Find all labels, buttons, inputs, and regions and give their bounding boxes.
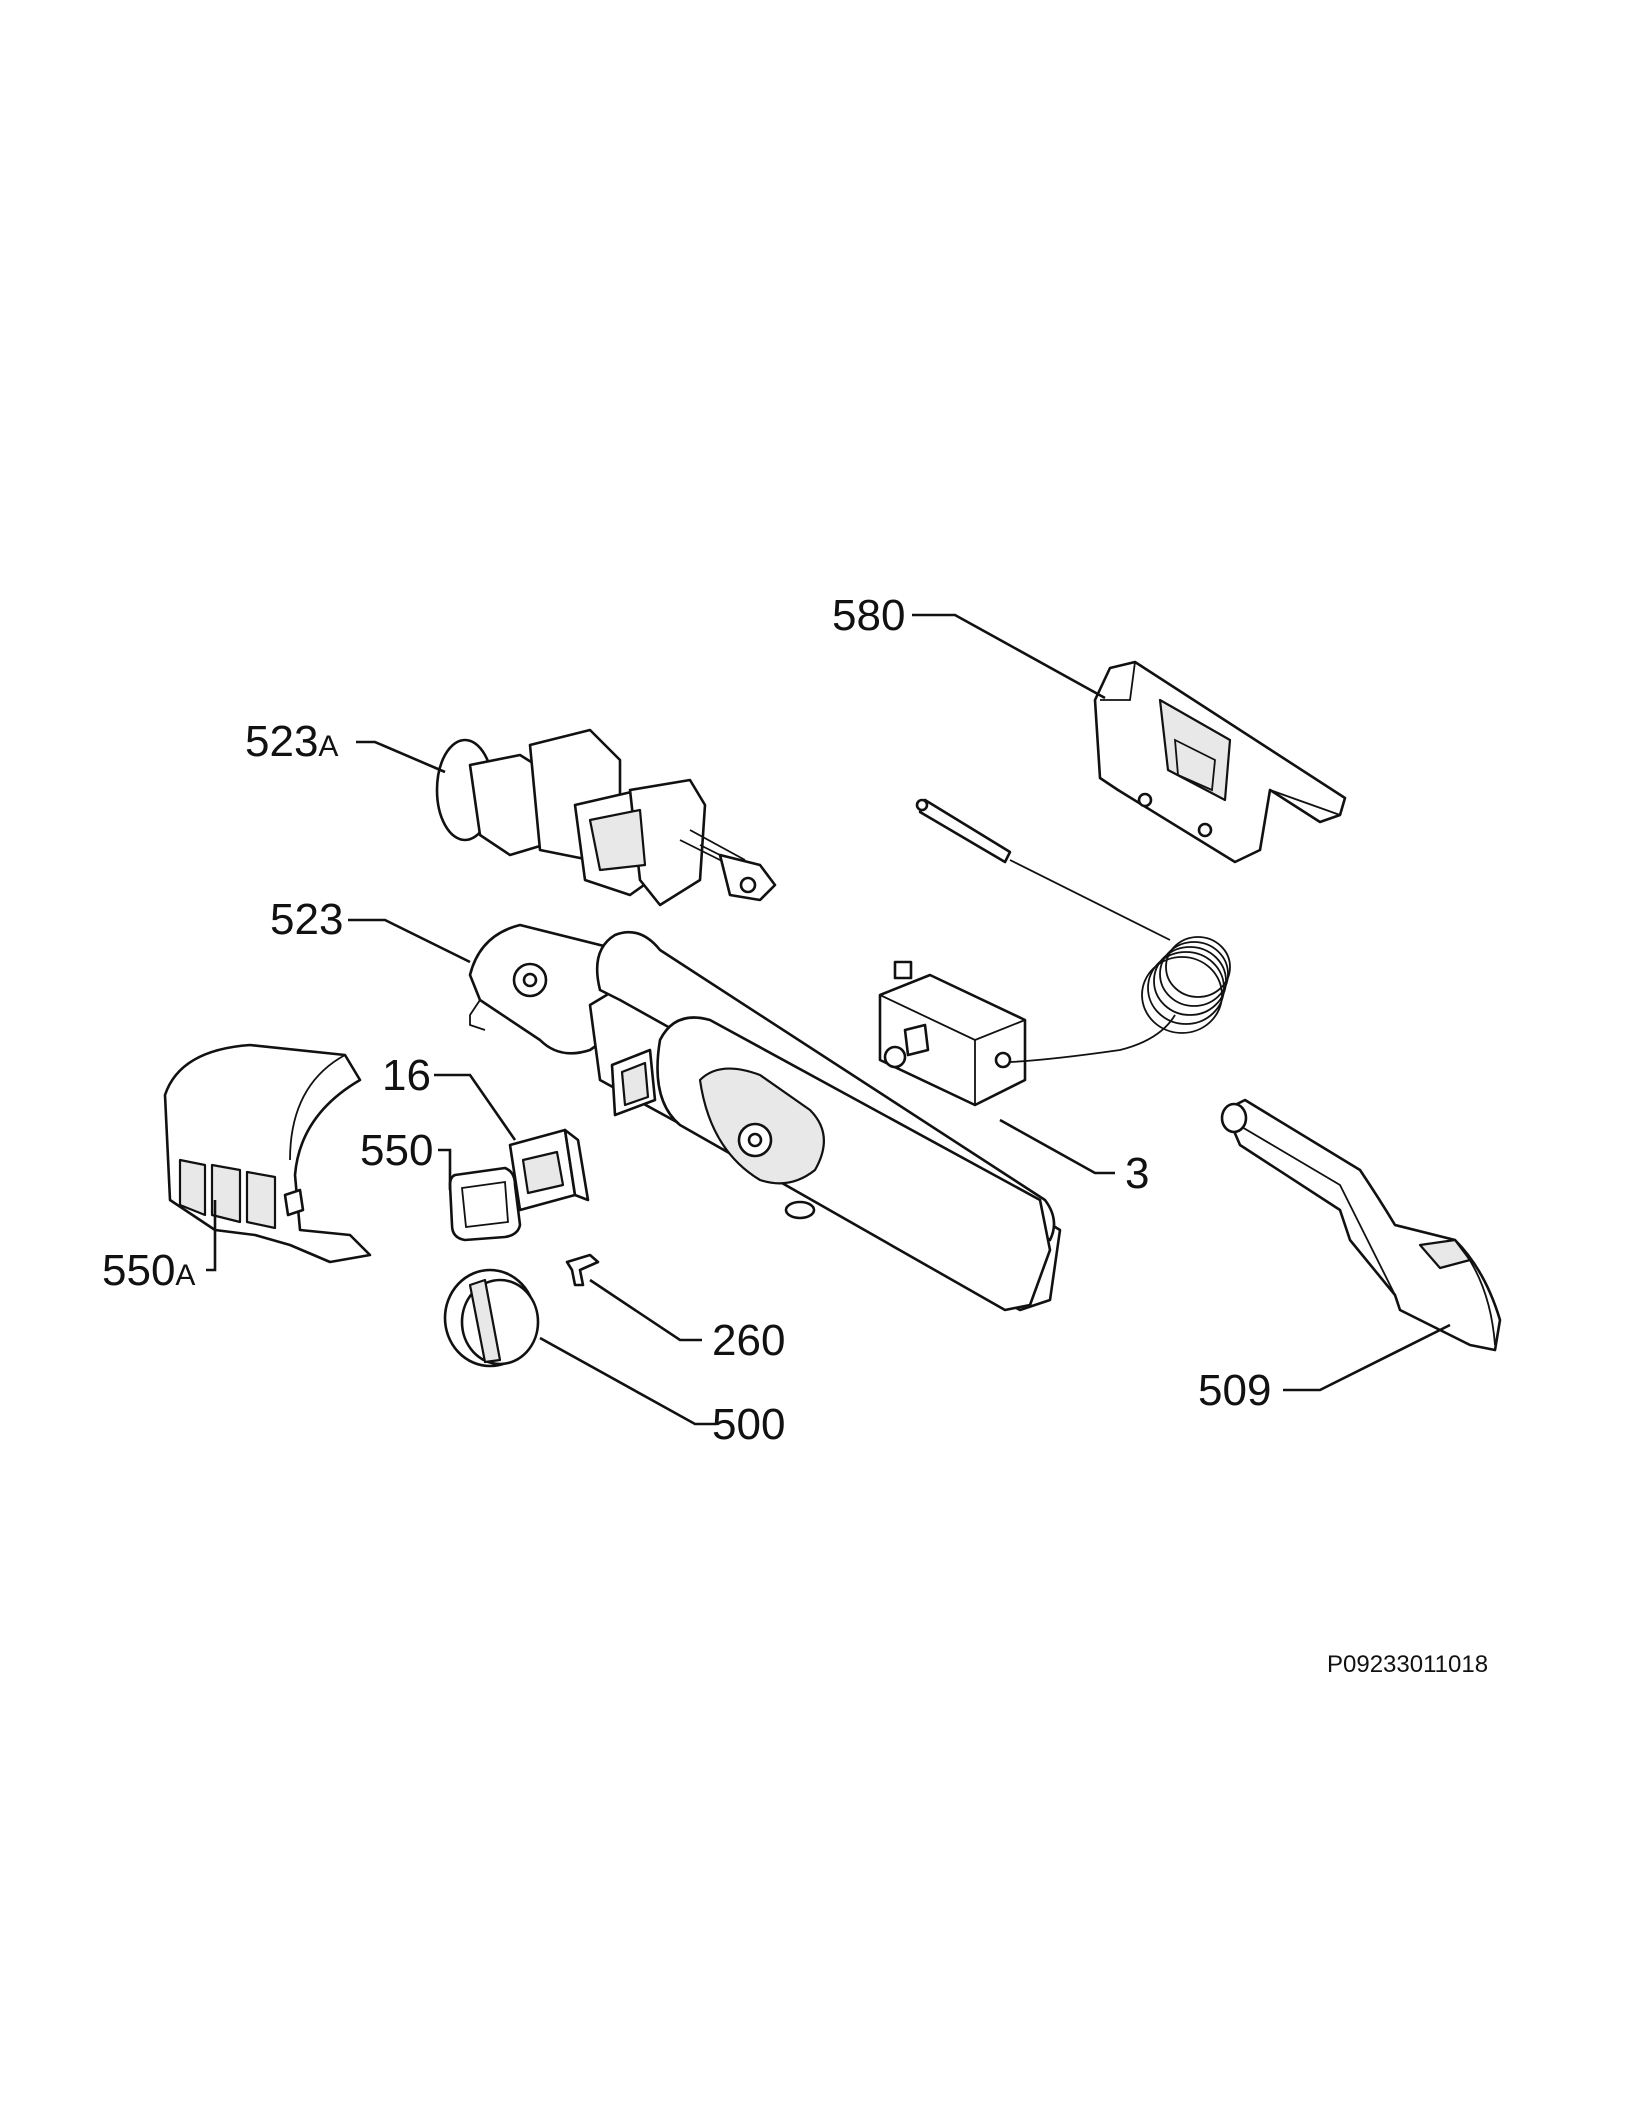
- callout-523A: 523A: [245, 717, 338, 766]
- callout-260: 260: [712, 1316, 785, 1365]
- leader-3: [999, 1118, 1115, 1175]
- part-3-thermostat-capillary: [878, 798, 1231, 1107]
- leader-lines: [206, 613, 1451, 1426]
- part-260-clip: [565, 1253, 600, 1287]
- leader-580: [912, 613, 1106, 700]
- part-16-switch: [508, 1128, 590, 1212]
- callout-550A: 550A: [102, 1246, 195, 1295]
- callout-580: 580: [832, 591, 905, 640]
- leader-523A: [356, 740, 446, 774]
- callout-509: 509: [1198, 1366, 1271, 1415]
- leader-509: [1283, 1323, 1451, 1392]
- part-550-switch-cap: [448, 1166, 522, 1242]
- part-580-bracket: [1093, 660, 1347, 864]
- callout-523: 523: [270, 895, 343, 944]
- leader-523: [348, 918, 471, 964]
- callout-labels: 580 523A 523 16 550 550A 3 260 500 509: [102, 591, 1271, 1449]
- leader-260: [589, 1278, 702, 1342]
- callout-523A-suffix: A: [318, 730, 338, 763]
- part-509-handle: [1220, 1098, 1502, 1352]
- leader-550A: [206, 1200, 217, 1272]
- part-550A-front-cover: [163, 1043, 372, 1264]
- callout-550A-suffix: A: [175, 1259, 195, 1292]
- leader-500: [539, 1336, 716, 1426]
- callout-550A-number: 550: [102, 1246, 175, 1295]
- part-500-knob: [443, 1268, 540, 1368]
- callout-550: 550: [360, 1126, 433, 1175]
- callout-16: 16: [382, 1051, 431, 1100]
- callout-523A-number: 523: [245, 717, 318, 766]
- leader-550: [438, 1148, 452, 1190]
- part-523A-thermostat: [435, 728, 777, 907]
- drawing-code: P09233011018: [1327, 1651, 1488, 1678]
- callout-3: 3: [1125, 1149, 1149, 1198]
- part-523-housing: [468, 923, 1062, 1312]
- callout-500: 500: [712, 1400, 785, 1449]
- leader-16: [434, 1073, 517, 1141]
